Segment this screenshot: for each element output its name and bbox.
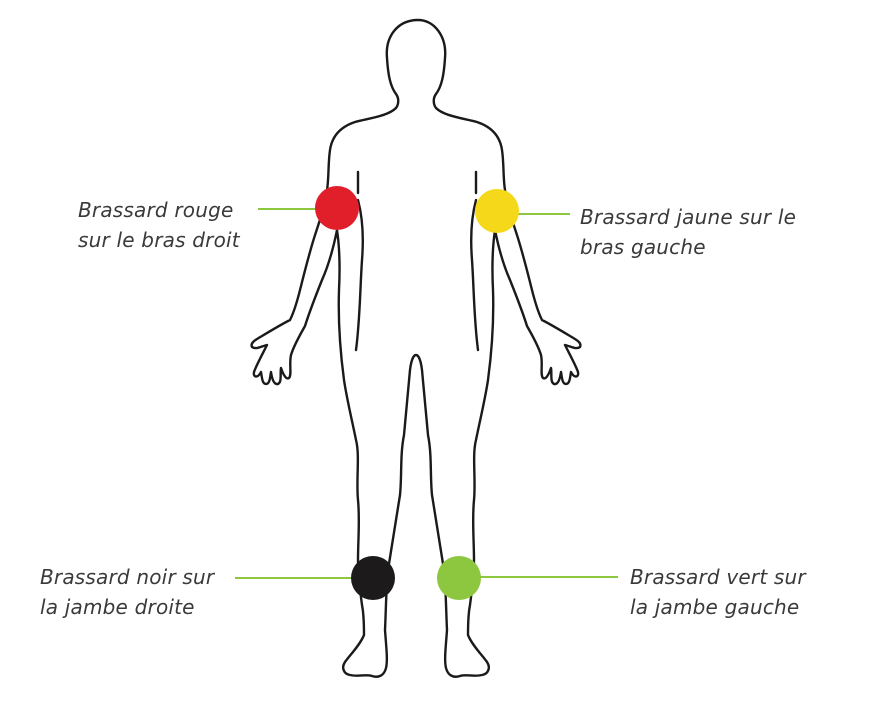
label-left-arm-line2: bras gauche — [580, 235, 706, 259]
label-right-arm: Brassard rouge sur le bras droit — [78, 195, 240, 255]
right-inner-arm — [354, 198, 364, 352]
label-left-arm-line1: Brassard jaune sur le — [580, 205, 797, 229]
armband-red-marker — [315, 186, 359, 230]
human-body-outline — [250, 18, 582, 678]
label-right-arm-line2: sur le bras droit — [78, 228, 240, 252]
label-right-arm-line1: Brassard rouge — [78, 198, 234, 222]
label-left-arm: Brassard jaune sur le bras gauche — [580, 202, 796, 262]
armband-black-marker — [351, 556, 395, 600]
label-right-leg-line2: la jambe droite — [40, 595, 195, 619]
leader-lines — [235, 208, 618, 579]
label-left-leg-line2: la jambe gauche — [630, 595, 800, 619]
label-left-leg: Brassard vert sur la jambe gauche — [630, 562, 806, 622]
armband-yellow-marker — [475, 189, 519, 233]
label-right-leg: Brassard noir sur la jambe droite — [40, 562, 214, 622]
armband-green-marker — [437, 556, 481, 600]
body-silhouette — [250, 18, 582, 678]
left-inner-arm — [470, 198, 480, 352]
label-left-leg-line1: Brassard vert sur — [630, 565, 806, 589]
armband-markers — [315, 186, 519, 600]
label-right-leg-line1: Brassard noir sur — [40, 565, 215, 589]
